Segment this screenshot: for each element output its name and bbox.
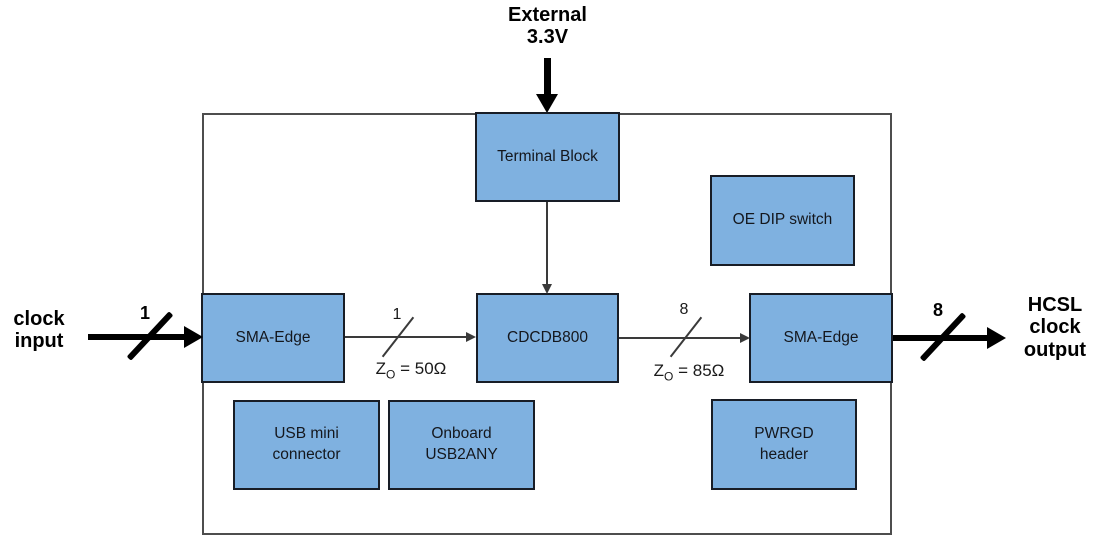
- smain-to-cdcdb800-arrowhead-icon: [466, 332, 476, 342]
- oe-dip-switch-label: OE DIP switch: [732, 211, 833, 229]
- clock-output-arrowhead-icon: [987, 327, 1006, 349]
- smain-to-cdcdb800-line: [345, 336, 467, 338]
- clock-input-arrowhead-icon: [184, 326, 203, 348]
- output-impedance-label: ZO = 85Ω: [634, 361, 744, 383]
- clock-input-line1: clock: [13, 308, 65, 330]
- cdcdb800-to-smaout-bus-width: 8: [679, 301, 689, 318]
- output-impedance-base: Z: [653, 361, 665, 380]
- clock-output-line1: HCSL: [1027, 294, 1083, 316]
- block-sma-edge-input: SMA-Edge: [201, 293, 345, 383]
- input-impedance-sub: O: [386, 367, 396, 382]
- external-supply-line2: 3.3V: [526, 26, 569, 49]
- input-impedance-rest: = 50Ω: [395, 359, 447, 378]
- sma-edge-input-label: SMA-Edge: [235, 328, 311, 346]
- usb-mini-line2: connector: [272, 446, 341, 463]
- clock-input-line2: input: [14, 330, 64, 353]
- cdcdb800-label: CDCDB800: [507, 328, 588, 346]
- external-supply-arrow-line: [544, 58, 551, 95]
- block-cdcdb800: CDCDB800: [476, 293, 619, 383]
- block-onboard-usb2any: Onboard USB2ANY: [388, 400, 535, 490]
- block-oe-dip-switch: OE DIP switch: [710, 175, 855, 266]
- input-impedance-label: ZO = 50Ω: [356, 359, 466, 381]
- terminal-block-label: Terminal Block: [497, 147, 598, 165]
- usb2any-line2: USB2ANY: [425, 446, 498, 463]
- output-impedance-sub: O: [664, 369, 674, 384]
- block-usb-mini-connector: USB mini connector: [233, 400, 380, 490]
- block-pwrgd-header: PWRGD header: [711, 399, 857, 490]
- smain-to-cdcdb800-bus-width: 1: [392, 306, 402, 323]
- clock-output-line2: clock: [1029, 316, 1081, 339]
- clock-input-bus-width: 1: [139, 303, 150, 323]
- usb2any-line1: Onboard: [431, 425, 492, 443]
- external-supply-label: External 3.3V: [480, 4, 615, 49]
- usb-mini-line1: USB mini: [274, 425, 339, 443]
- pwrgd-line1: PWRGD: [754, 424, 814, 442]
- output-impedance-rest: = 85Ω: [673, 361, 725, 380]
- external-supply-line1: External: [508, 4, 587, 26]
- terminal-to-cdcdb800-line: [546, 202, 548, 285]
- block-sma-edge-output: SMA-Edge: [749, 293, 893, 383]
- cdcdb800-to-smaout-arrowhead-icon: [740, 333, 750, 343]
- block-terminal-block: Terminal Block: [475, 112, 620, 202]
- sma-edge-output-label: SMA-Edge: [783, 328, 859, 346]
- terminal-to-cdcdb800-arrowhead-icon: [542, 284, 552, 294]
- clock-input-label: clock input: [0, 308, 78, 353]
- clock-output-bus-width: 8: [932, 300, 943, 320]
- pwrgd-line2: header: [759, 445, 809, 463]
- clock-input-arrow-line: [88, 334, 185, 340]
- external-supply-arrowhead-icon: [536, 94, 558, 113]
- input-impedance-base: Z: [375, 359, 387, 378]
- clock-output-line3: output: [1023, 338, 1087, 361]
- cdcdb800-to-smaout-line: [619, 337, 741, 339]
- clock-output-label: HCSL clock output: [1010, 294, 1100, 361]
